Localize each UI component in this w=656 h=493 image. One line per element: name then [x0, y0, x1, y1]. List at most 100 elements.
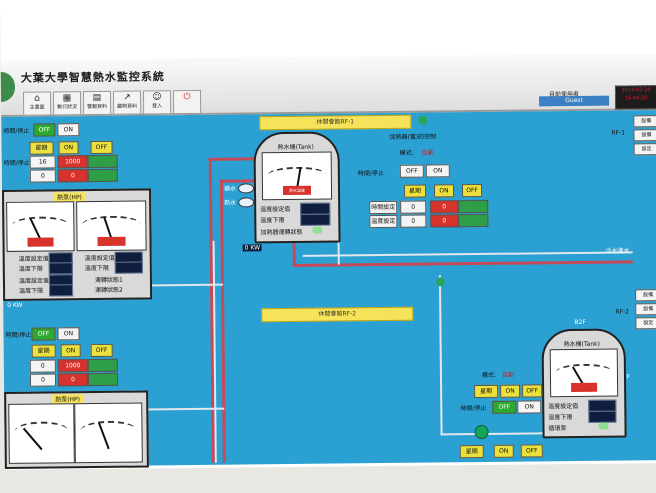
heater-row2-on[interactable]: 0	[430, 214, 459, 228]
heater-off-button[interactable]: OFF	[399, 164, 424, 178]
right-setting-button[interactable]: 設定	[635, 317, 656, 330]
valve-label: 補水	[223, 185, 237, 193]
power-icon: ⏻	[183, 92, 191, 103]
hp-reading-label: 溫度下限	[19, 287, 44, 295]
hp-status-label: 運轉狀態2	[95, 286, 123, 295]
left-top-row2-on[interactable]: 0	[57, 169, 88, 183]
hp-reading-label: 溫度下限	[84, 264, 109, 273]
nav-status-button[interactable]: ▦數行狀況	[52, 91, 82, 116]
heater-temp-setting[interactable]: 溫度設定	[369, 214, 398, 229]
hp-reading-value	[114, 261, 143, 274]
heater-row2-week[interactable]: 0	[400, 214, 427, 228]
pump-off-label: OFF	[522, 384, 543, 398]
heat-pump-panel-1: 熱泵(HP) 溫度設定值 溫度下限 溫度設定值 溫度下限 溫度設定值 溫度下限 …	[1, 188, 153, 301]
left-top-row1-off[interactable]	[87, 154, 118, 169]
tank2-gauge-cap	[570, 383, 598, 393]
heater-row2-off[interactable]	[458, 213, 489, 228]
circulation-pump-icon[interactable]	[474, 424, 489, 440]
pump-off-button[interactable]: OFF	[492, 400, 517, 414]
tank-title: 熱水桶(Tank)	[563, 340, 600, 349]
heater-on-button[interactable]: ON	[425, 164, 450, 178]
left-bottom-on-label: ON	[60, 344, 81, 358]
heater-time-setting[interactable]: 時間設定	[369, 200, 398, 215]
tank-gauge: 熱水溫度	[261, 151, 333, 201]
right-equipment-button[interactable]: 設備	[633, 129, 656, 142]
left-top-row2-week[interactable]: 0	[29, 169, 56, 183]
left-bottom-on-button[interactable]: ON	[57, 327, 80, 341]
heater-row1-week[interactable]: 0	[400, 200, 427, 214]
pipe	[208, 157, 259, 161]
left-top-row-label: 時間/停止	[3, 159, 30, 167]
left-bottom-off-button[interactable]: OFF	[31, 327, 56, 341]
tank-reading-value	[300, 213, 331, 226]
hp-reading-label: 溫度設定值	[18, 255, 49, 263]
tank-title: 熱水桶(Tank)	[277, 143, 314, 152]
left-bottom-row1-week[interactable]: 0	[29, 359, 56, 373]
hp-kw-readout: 0 KW	[7, 301, 23, 309]
left-top-off-button[interactable]: OFF	[33, 123, 56, 137]
left-bottom-mode-label: 時間/停止	[5, 331, 32, 339]
heater-week-label: 星期	[403, 184, 427, 198]
refresh-icon[interactable]	[435, 277, 446, 287]
left-top-row1-week[interactable]: 16	[29, 155, 56, 169]
tank2-reading-label: 溫度設定值	[548, 402, 579, 411]
left-bottom-row2-on[interactable]: 0	[57, 373, 89, 387]
heater-row1-off[interactable]	[458, 199, 489, 214]
hp2-gauge-right	[74, 402, 143, 464]
left-top-row1-on[interactable]: 1000	[57, 155, 88, 169]
nav-alarm-button[interactable]: ▤警報資料	[82, 90, 112, 116]
left-top-mode-label: 時間/停止	[3, 127, 30, 135]
flow-label: 冷水進水	[605, 247, 630, 255]
zone-rf2-label: 休閒會館RF-2	[261, 306, 414, 323]
tank2-reading-label: 循環泵	[548, 425, 567, 433]
right-setting-button[interactable]: 設定	[633, 143, 656, 156]
nav-home-button[interactable]: ⌂主畫面	[22, 91, 52, 116]
hmi-screen: 大葉大學智慧熱水監控系統 ⌂主畫面 ▦數行狀況 ▤警報資料 ↗趨勢資料 ☺登入 …	[0, 0, 656, 470]
left-top-on-button[interactable]: ON	[57, 123, 80, 137]
left-bottom-row1-on[interactable]: 1000	[57, 359, 88, 373]
left-bottom-row1-off[interactable]	[87, 358, 118, 373]
tank2-reading-value	[588, 410, 617, 423]
status-lamp	[598, 422, 609, 430]
heater-on-label: ON	[433, 184, 455, 198]
left-top-week-label: 星期	[29, 141, 54, 155]
pump-bottom-week-label: 星期	[459, 444, 484, 459]
pump-bottom-on-label: ON	[493, 444, 514, 458]
hp-reading-value	[48, 284, 74, 297]
left-top-row2-off[interactable]	[87, 168, 118, 183]
hp-status-label: 運轉狀態1	[94, 276, 123, 285]
heater-mode-label: 模式:	[399, 149, 414, 157]
app-title: 大葉大學智慧熱水監控系統	[20, 70, 165, 85]
pump-on-button[interactable]: ON	[517, 400, 542, 414]
heater-row1-on[interactable]: 0	[430, 200, 459, 214]
left-bottom-row2-week[interactable]: 0	[29, 373, 57, 387]
status-lamp	[312, 226, 323, 234]
tank-panel-1: 熱水桶(Tank) 熱水溫度 溫度設定值 溫度下限 加熱器運轉狀態	[253, 131, 341, 244]
heater-time-label: 時間/停止	[357, 169, 384, 178]
hp-gauge-right-cap	[97, 236, 126, 247]
pump-time-label: 時間/停止	[460, 404, 487, 413]
right-equipment-button[interactable]: 設備	[633, 115, 656, 128]
trend-icon: ↗	[123, 92, 131, 103]
tank2-gauge	[549, 348, 619, 398]
left-bottom-row2-off[interactable]	[87, 372, 119, 387]
hp-gauge-left	[6, 201, 75, 252]
right-equipment-button[interactable]: 設備	[635, 303, 656, 316]
left-top-off-label: OFF	[90, 140, 113, 155]
nav-trend-button[interactable]: ↗趨勢資料	[112, 90, 142, 115]
right-equipment-button[interactable]: 設備	[635, 289, 656, 302]
heat-pump-label: 熱泵(HP)	[52, 394, 84, 404]
pump-week-label: 星期	[474, 384, 499, 399]
tank-panel-2: 熱水桶(Tank) 溫度設定值 溫度下限 循環泵	[541, 328, 627, 439]
heat-pump-panel-2: 熱泵(HP)	[4, 390, 149, 469]
chart-icon: ▦	[62, 93, 72, 104]
hp2-gauge-left	[8, 403, 75, 464]
hp-gauge-right	[76, 200, 147, 252]
tank-reading-label: 加熱器運轉狀態	[260, 228, 303, 237]
tank-kw-readout: 0 KW	[242, 244, 263, 252]
folder-icon: ▤	[92, 92, 102, 104]
refresh-icon[interactable]	[418, 115, 428, 125]
nav-power-button[interactable]: ⏻	[172, 89, 202, 115]
home-icon: ⌂	[34, 93, 40, 104]
nav-login-button[interactable]: ☺登入	[142, 90, 172, 115]
